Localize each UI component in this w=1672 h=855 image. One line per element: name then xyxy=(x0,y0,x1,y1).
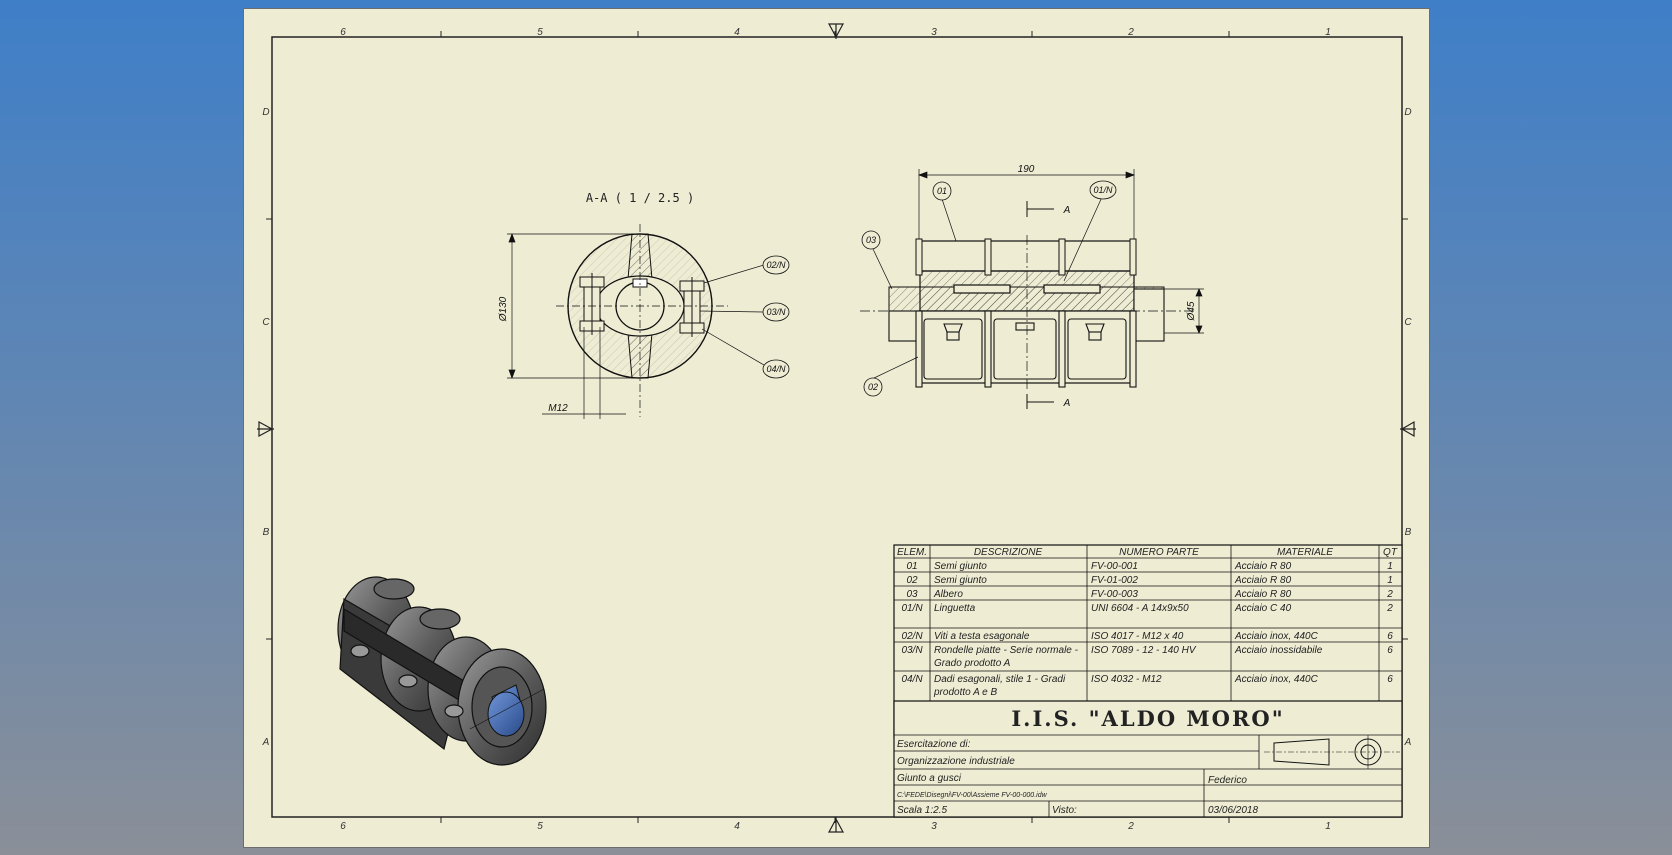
drawing-canvas: 6 5 4 3 2 1 6 5 4 3 2 1 D C B A D C B A … xyxy=(257,23,1416,833)
zone-right-D: D xyxy=(1404,107,1411,118)
balloon-03n-section: 03/N xyxy=(766,307,786,317)
bom-row7-part: ISO 4032 - M12 xyxy=(1091,674,1162,685)
balloon-01: 01 xyxy=(937,186,947,196)
bom-row2-elem: 02 xyxy=(906,575,918,586)
bom-row3-qt: 2 xyxy=(1386,589,1393,600)
drawing-date: 03/06/2018 xyxy=(1208,805,1258,816)
exercise-label: Esercitazione di: xyxy=(897,739,971,750)
scale-label: Scala 1:2.5 xyxy=(897,805,947,816)
dim-shaft-45: Ø45 xyxy=(1186,301,1197,321)
balloon-02n-section: 02/N xyxy=(766,260,786,270)
bom-row1-mat: Acciaio R 80 xyxy=(1234,561,1292,572)
bom-row3-part: FV-00-003 xyxy=(1091,589,1138,600)
zone-bottom-1: 1 xyxy=(1325,821,1331,832)
zone-bottom-6: 6 xyxy=(340,821,346,832)
bom-row4-mat: Acciaio C 40 xyxy=(1234,603,1292,614)
zone-bottom-5: 5 xyxy=(537,821,543,832)
bom-row7-desc1: Dadi esagonali, stile 1 - Gradi xyxy=(934,674,1066,685)
bom-row6-desc1: Rondelle piatte - Serie normale - xyxy=(934,645,1079,656)
bom-row6-mat: Acciaio inossidabile xyxy=(1234,645,1323,656)
bom-row4-qt: 2 xyxy=(1386,603,1393,614)
balloon-04n-section: 04/N xyxy=(766,364,786,374)
front-view: 190 xyxy=(860,164,1204,409)
dim-length-190: 190 xyxy=(1018,164,1035,175)
section-view-aa: A-A ( 1 / 2.5 ) xyxy=(498,191,790,419)
zone-right-A: A xyxy=(1404,737,1412,748)
zone-left-B: B xyxy=(263,527,270,538)
bom-row1-desc: Semi giunto xyxy=(934,561,987,572)
zone-top-5: 5 xyxy=(537,27,543,38)
dim-diameter-130: Ø130 xyxy=(498,296,509,322)
school-name: I.I.S. "ALDO MORO" xyxy=(1011,706,1284,731)
zone-left-D: D xyxy=(262,107,269,118)
bom-row4-elem: 01/N xyxy=(901,603,923,614)
projection-symbol-icon xyxy=(1264,735,1400,769)
isometric-view xyxy=(337,576,547,766)
balloon-01n: 01/N xyxy=(1093,185,1113,195)
bom-row5-desc: Viti a testa esagonale xyxy=(934,631,1030,642)
bom-row5-qt: 6 xyxy=(1387,631,1393,642)
title-block: I.I.S. "ALDO MORO" Esercitazione di: Org… xyxy=(893,700,1403,818)
zone-right-C: C xyxy=(1404,317,1412,328)
center-marks xyxy=(257,23,1416,833)
bom-row3-mat: Acciaio R 80 xyxy=(1234,589,1292,600)
dim-thread-m12: M12 xyxy=(548,403,568,414)
bom-header-qt: QT xyxy=(1383,547,1398,558)
file-path: C:\FEDE\Disegni\FV-00\Assieme FV-00-000.… xyxy=(897,792,1048,799)
subject: Organizzazione industriale xyxy=(897,756,1015,767)
bom-row7-desc2: prodotto A e B xyxy=(933,687,998,698)
balloon-03: 03 xyxy=(866,235,876,245)
bom-row1-elem: 01 xyxy=(906,561,917,572)
bom-row2-part: FV-01-002 xyxy=(1091,575,1138,586)
bom-header-elem: ELEM. xyxy=(897,547,927,558)
zone-bottom-3: 3 xyxy=(931,821,937,832)
author-name: Federico xyxy=(1208,775,1247,786)
bom-row6-elem: 03/N xyxy=(901,645,923,656)
bom-header-desc: DESCRIZIONE xyxy=(974,547,1043,558)
bom-row4-part: UNI 6604 - A 14x9x50 xyxy=(1091,603,1189,614)
bom-header-part: NUMERO PARTE xyxy=(1119,547,1199,558)
bom-row2-desc: Semi giunto xyxy=(934,575,987,586)
drawing-title: Giunto a gusci xyxy=(897,773,962,784)
bom-row5-elem: 02/N xyxy=(901,631,923,642)
zone-left-C: C xyxy=(262,317,270,328)
zone-top-3: 3 xyxy=(931,27,937,38)
bom-row3-desc: Albero xyxy=(933,589,963,600)
zone-bottom-2: 2 xyxy=(1127,821,1134,832)
section-title: A-A ( 1 / 2.5 ) xyxy=(586,191,694,205)
cut-label-top: A xyxy=(1063,205,1071,216)
zone-top-1: 1 xyxy=(1325,27,1331,38)
bom-row6-qt: 6 xyxy=(1387,645,1393,656)
bom-row4-desc: Linguetta xyxy=(934,603,976,614)
zone-right-B: B xyxy=(1405,527,1412,538)
drawing-sheet: 6 5 4 3 2 1 6 5 4 3 2 1 D C B A D C B A … xyxy=(243,8,1430,848)
bom-row7-mat: Acciaio inox, 440C xyxy=(1234,674,1319,685)
zone-left-A: A xyxy=(262,737,270,748)
zone-bottom-4: 4 xyxy=(734,821,740,832)
bom-row2-mat: Acciaio R 80 xyxy=(1234,575,1292,586)
bom-row6-desc2: Grado prodotto A xyxy=(934,658,1011,669)
balloon-02: 02 xyxy=(868,382,878,392)
bom-row5-mat: Acciaio inox, 440C xyxy=(1234,631,1319,642)
bom-row1-part: FV-00-001 xyxy=(1091,561,1138,572)
bom-row7-qt: 6 xyxy=(1387,674,1393,685)
inner-border xyxy=(271,36,1403,818)
bom-header-mat: MATERIALE xyxy=(1277,547,1333,558)
bom-row1-qt: 1 xyxy=(1387,561,1393,572)
bom-row5-part: ISO 4017 - M12 x 40 xyxy=(1091,631,1184,642)
bom-row7-elem: 04/N xyxy=(901,674,923,685)
zone-top-6: 6 xyxy=(340,27,346,38)
checked-label: Visto: xyxy=(1052,805,1077,816)
zone-top-4: 4 xyxy=(734,27,740,38)
bom-row3-elem: 03 xyxy=(906,589,918,600)
bom-row2-qt: 1 xyxy=(1387,575,1393,586)
bom-row6-part: ISO 7089 - 12 - 140 HV xyxy=(1091,645,1197,656)
cut-label-bottom: A xyxy=(1063,398,1071,409)
zone-top-2: 2 xyxy=(1127,27,1134,38)
